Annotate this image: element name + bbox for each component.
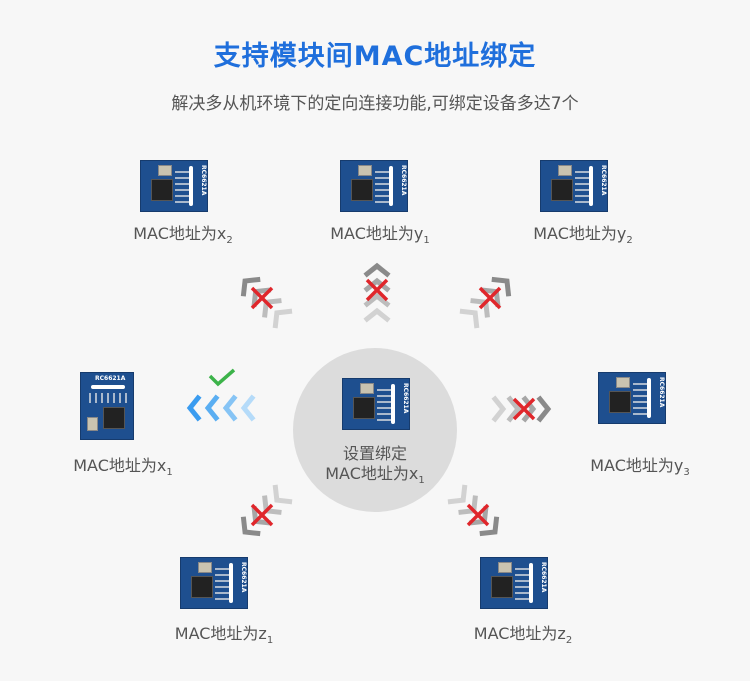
antenna-icon <box>529 563 533 603</box>
page-subtitle: 解决多从机环境下的定向连接功能,可绑定设备多达7个 <box>171 94 579 114</box>
antenna-icon <box>391 384 395 424</box>
module-label: RC6621A <box>658 377 665 408</box>
crystal-icon <box>360 383 374 394</box>
chip-icon <box>103 407 125 429</box>
master-device-circle <box>293 348 457 512</box>
slave-caption-z1: MAC地址为z1 <box>174 624 274 647</box>
antenna-icon <box>589 166 593 206</box>
components-icon <box>215 568 229 602</box>
antenna-icon <box>389 166 393 206</box>
chevron-icon <box>447 484 468 505</box>
components-icon <box>515 568 529 602</box>
module-label: RC6621A <box>240 562 247 593</box>
master-caption: 设置绑定 <box>342 444 408 463</box>
chip-icon <box>551 179 573 201</box>
module-label: RC6621A <box>95 375 126 382</box>
chip-icon <box>609 391 631 413</box>
chevron-icon <box>272 484 293 505</box>
components-icon <box>575 171 589 205</box>
antenna-icon <box>189 166 193 206</box>
allowed-arrow-x1 <box>186 394 256 422</box>
antenna-icon <box>91 385 125 389</box>
slave-module-y1: RC6621A <box>340 160 408 212</box>
antenna-icon <box>647 378 651 418</box>
crystal-icon <box>87 417 98 431</box>
module-label: RC6621A <box>402 383 409 414</box>
slave-module-z2: RC6621A <box>480 557 548 609</box>
chevron-icon <box>506 395 522 423</box>
chevron-icon <box>272 308 293 329</box>
module-label: RC6621A <box>600 165 607 196</box>
components-icon <box>175 171 189 205</box>
chevron-icon <box>204 394 220 422</box>
page-title: 支持模块间MAC地址绑定 <box>213 41 537 72</box>
module-label: RC6621A <box>200 165 207 196</box>
cross-icon <box>478 286 502 310</box>
chip-icon <box>191 576 213 598</box>
components-icon <box>377 389 391 423</box>
crystal-icon <box>158 165 172 176</box>
chip-icon <box>351 179 373 201</box>
antenna-icon <box>229 563 233 603</box>
chip-icon <box>353 397 375 419</box>
blocked-arrow-y2 <box>459 276 512 329</box>
chevron-icon <box>240 516 261 537</box>
slave-caption-z2: MAC地址为z2 <box>473 624 573 647</box>
slave-caption-x1: MAC地址为x1 <box>73 456 173 479</box>
chevron-icon <box>479 516 500 537</box>
chevron-icon <box>536 395 552 423</box>
chevron-icon <box>240 394 256 422</box>
cross-icon <box>250 503 274 527</box>
chip-icon <box>151 179 173 201</box>
blocked-arrow-y1 <box>363 262 391 323</box>
blocked-arrow-y3 <box>491 395 552 423</box>
crystal-icon <box>616 377 630 388</box>
chevron-icon <box>186 394 202 422</box>
crystal-icon <box>358 165 372 176</box>
chevron-icon <box>363 307 391 323</box>
module-label: RC6621A <box>540 562 547 593</box>
chevron-icon <box>363 277 391 293</box>
chevron-icon <box>491 276 512 297</box>
cross-icon <box>466 503 490 527</box>
components-icon <box>633 383 647 417</box>
slave-module-z1: RC6621A <box>180 557 248 609</box>
master-module: RC6621A <box>342 378 410 430</box>
chevron-icon <box>363 262 391 278</box>
module-label: RC6621A <box>400 165 407 196</box>
chevron-icon <box>521 395 537 423</box>
components-icon <box>89 393 127 403</box>
chevron-icon <box>459 308 480 329</box>
slave-module-y3: RC6621A <box>598 372 666 424</box>
crystal-icon <box>558 165 572 176</box>
cross-icon <box>250 286 274 310</box>
crystal-icon <box>198 562 212 573</box>
master-mac-caption: MAC地址为x1 <box>325 464 425 487</box>
chevron-icon <box>222 394 238 422</box>
cross-icon <box>512 397 536 421</box>
slave-caption-y2: MAC地址为y2 <box>533 224 633 247</box>
cross-icon <box>365 278 389 302</box>
components-icon <box>375 171 389 205</box>
slave-caption-y1: MAC地址为y1 <box>330 224 430 247</box>
slave-caption-x2: MAC地址为x2 <box>133 224 233 247</box>
slave-module-y2: RC6621A <box>540 160 608 212</box>
chevron-icon <box>363 292 391 308</box>
slave-module-x2: RC6621A <box>140 160 208 212</box>
chip-icon <box>491 576 513 598</box>
slave-caption-y3: MAC地址为y3 <box>590 456 690 479</box>
chevron-icon <box>491 395 507 423</box>
check-icon <box>208 368 236 387</box>
chevron-icon <box>240 276 261 297</box>
crystal-icon <box>498 562 512 573</box>
slave-module-x1: RC6621A <box>80 372 134 440</box>
